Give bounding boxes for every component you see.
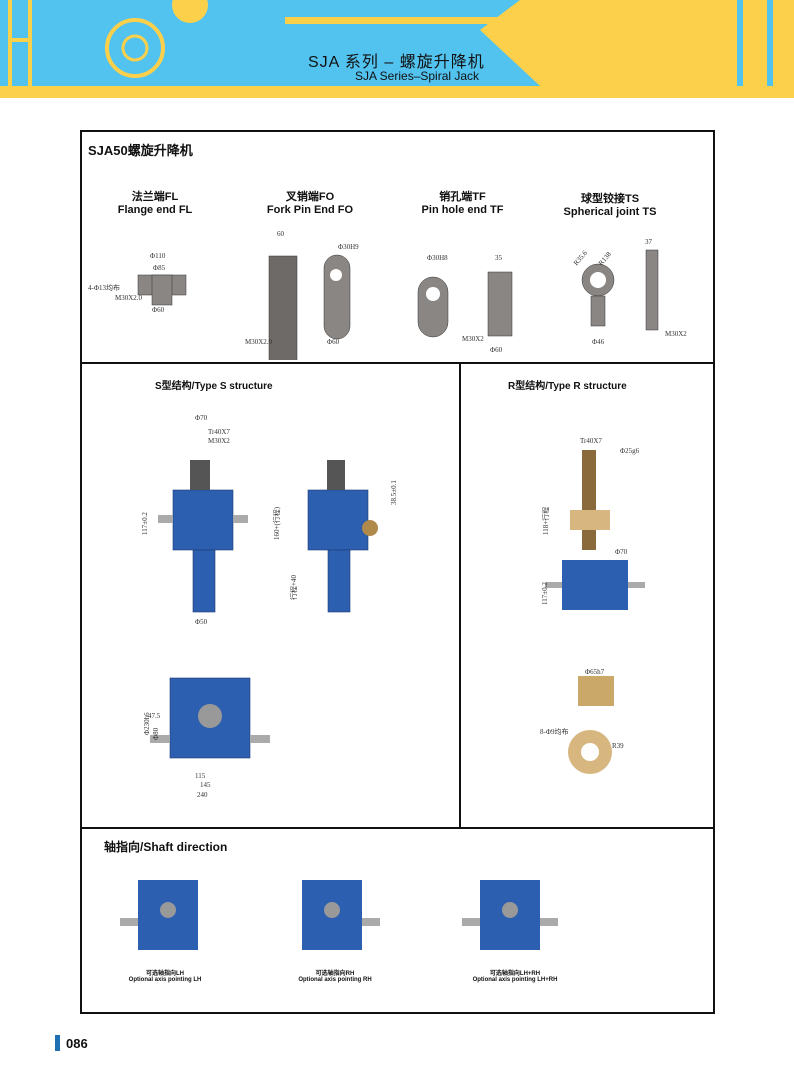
dim-label: 47.5 (148, 712, 161, 720)
dim-label: Φ30H8 (427, 254, 448, 262)
shaft-drawings (120, 880, 558, 950)
dim-label: 4-Φ13均布 (88, 284, 120, 292)
dim-label: Φ25g6 (620, 447, 640, 455)
dim-label: M30X2.0 (245, 338, 273, 346)
dim-label: 240 (197, 791, 208, 799)
dim-label: Φ30H9 (338, 243, 359, 251)
dim-label: 行程+40 (290, 575, 298, 600)
dim-label: M30X2 (462, 335, 484, 343)
dim-label: Φ50 (195, 618, 208, 626)
header-stripe (285, 17, 497, 24)
type-s-drawing (150, 460, 378, 759)
gear-decoration (8, 0, 794, 86)
dim-label: Φ110 (150, 252, 166, 260)
dim-label: M30X2 (665, 330, 687, 338)
page-number: 086 (55, 1035, 88, 1051)
header-title-en: SJA Series–Spiral Jack (355, 69, 480, 83)
type-r-drawing (545, 450, 645, 774)
divider (80, 362, 715, 364)
dim-label: M30X2 (208, 437, 230, 445)
dim-label: 35 (495, 254, 502, 262)
page-number-text: 086 (66, 1035, 88, 1051)
page-header: SJA 系列 – 螺旋升降机 SJA Series–Spiral Jack (0, 0, 794, 98)
type-s-title: S型结构/Type S structure (155, 381, 273, 392)
dim-label: 145 (200, 781, 211, 789)
dim-label: Φ70 (195, 414, 208, 422)
shaft-title: 轴指向/Shaft direction (104, 840, 228, 854)
type-r-title: R型结构/Type R structure (508, 381, 627, 392)
dim-label: Φ60 (327, 338, 340, 346)
dim-label: 160+(行程) (273, 506, 281, 540)
divider (459, 362, 461, 828)
dim-label: Φ70 (615, 548, 628, 556)
dim-label: Φ80 (152, 727, 160, 740)
end-drawings (137, 249, 659, 360)
dim-label: 118+行程 (542, 506, 550, 535)
header-band (0, 86, 794, 98)
dim-label: R39 (612, 742, 624, 750)
dim-label: Tr40X7 (208, 428, 230, 436)
content-frame (80, 130, 715, 1014)
dim-label: 115 (195, 772, 206, 780)
dim-label: 60 (277, 230, 284, 238)
dim-label: Φ46 (592, 338, 605, 346)
page-marker (55, 1035, 60, 1051)
dim-label: 8-Φ9均布 (540, 728, 569, 736)
dim-label: Φ60 (152, 306, 165, 314)
dim-label: 117±0.2 (141, 512, 149, 535)
dim-label: Φ60 (490, 346, 503, 354)
dim-label: 37 (645, 238, 652, 246)
dim-label: 117±0.2 (541, 582, 549, 605)
section-title: SJA50螺旋升降机 (88, 143, 193, 158)
dim-label: 38.5±0.1 (390, 480, 398, 505)
dim-label: Φ85 (153, 264, 166, 272)
header-title-cn: SJA 系列 – 螺旋升降机 (308, 54, 485, 71)
dim-label: Tr40X7 (580, 437, 602, 445)
divider (80, 827, 715, 829)
dim-label: Φ65h7 (585, 668, 605, 676)
dim-label: M30X2.0 (115, 294, 143, 302)
